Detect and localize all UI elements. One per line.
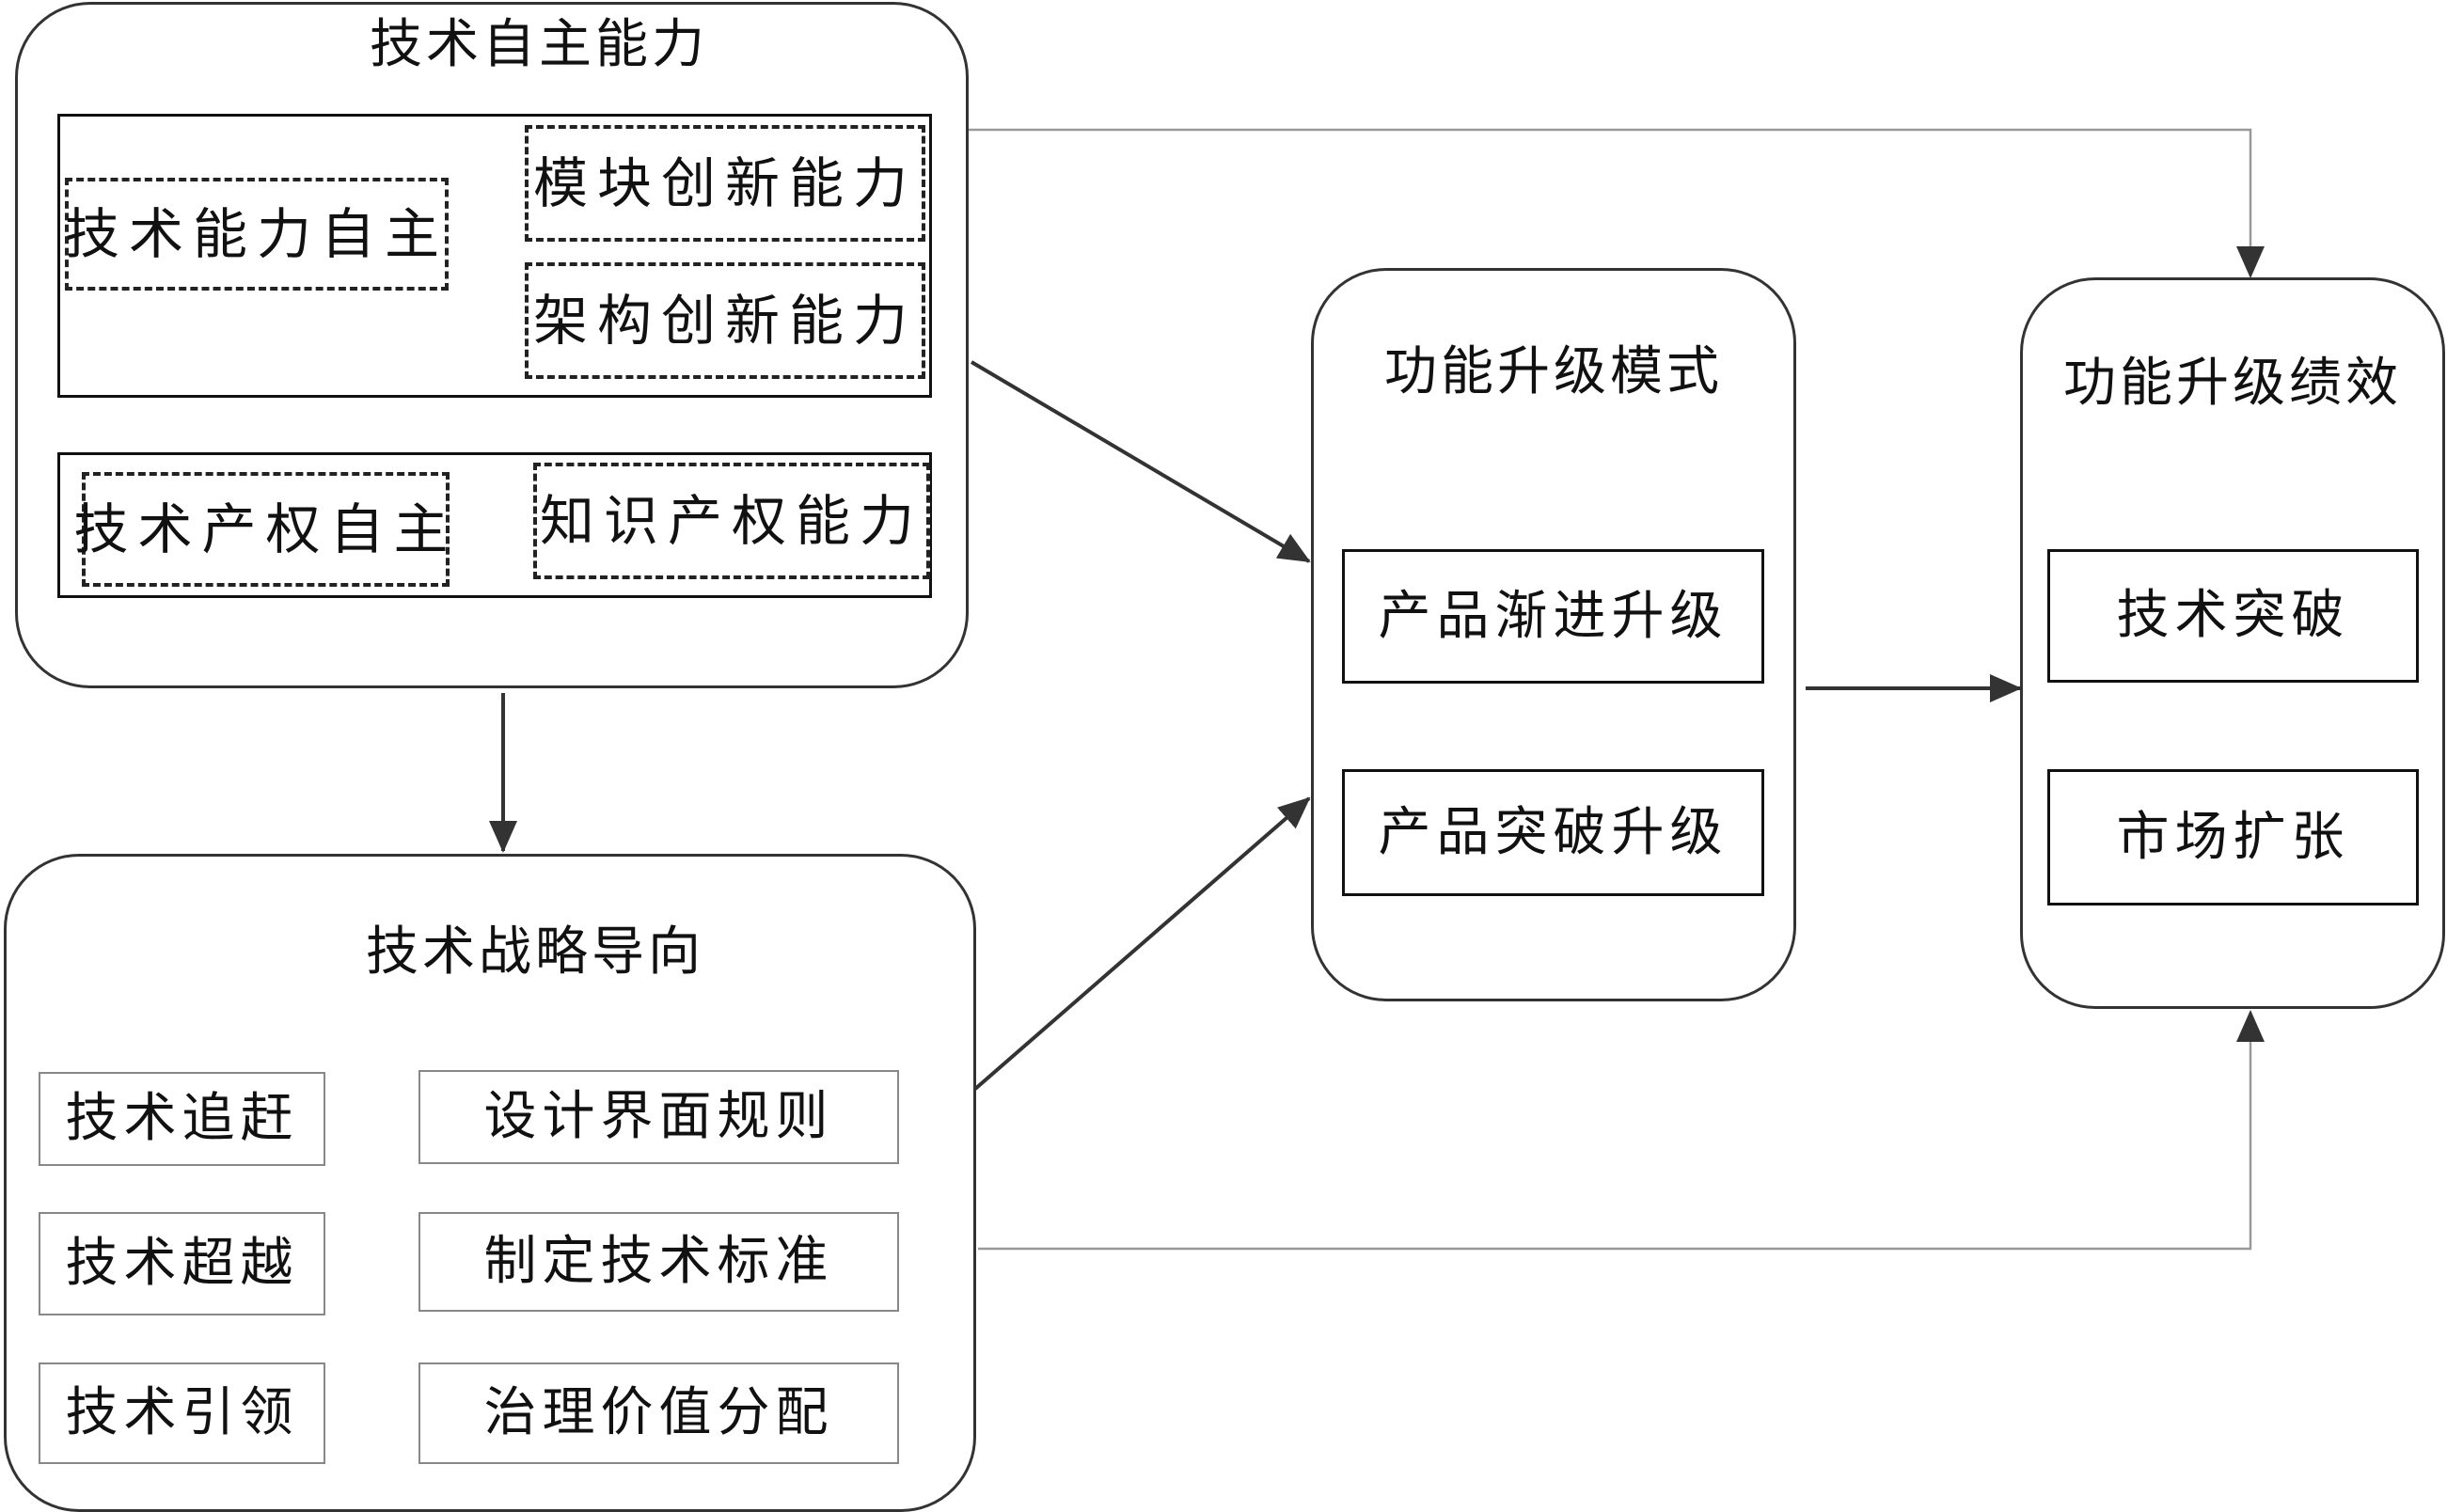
strategy-row1-left-label: 技术追赶 xyxy=(65,1088,299,1149)
strategy-row1-left: 技术追赶 xyxy=(39,1072,325,1166)
tech-self-label: 技术能力自主 xyxy=(65,202,450,266)
autonomy-title: 技术自主能力 xyxy=(370,14,708,75)
module-innovation-box: 模块创新能力 xyxy=(525,125,925,242)
arch-innovation-box: 架构创新能力 xyxy=(525,262,925,379)
strategy-row2-left-label: 技术超越 xyxy=(65,1233,299,1294)
performance-item-2-label: 市场扩张 xyxy=(2116,806,2350,868)
strategy-row3-right-label: 治理价值分配 xyxy=(483,1382,834,1443)
ip-capability-label: 知识产权能力 xyxy=(539,489,924,553)
arch-innovation-label: 架构创新能力 xyxy=(532,289,917,353)
ip-capability-box: 知识产权能力 xyxy=(533,463,930,579)
strategy-row2-left: 技术超越 xyxy=(39,1212,325,1315)
mode-item-2: 产品突破升级 xyxy=(1342,769,1764,896)
mode-item-2-label: 产品突破升级 xyxy=(1378,801,1729,863)
strategy-row3-right: 治理价值分配 xyxy=(418,1362,899,1464)
tech-self-box: 技术能力自主 xyxy=(65,178,449,291)
strategy-title: 技术战略导向 xyxy=(366,921,704,983)
strategy-row3-left: 技术引领 xyxy=(39,1362,325,1464)
performance-item-1-label: 技术突破 xyxy=(2116,585,2350,646)
strategy-row2-right-label: 制定技术标准 xyxy=(483,1231,834,1292)
strategy-row1-right-label: 设计界面规则 xyxy=(483,1086,834,1147)
strategy-row3-left-label: 技术引领 xyxy=(65,1382,299,1443)
performance-title: 功能升级绩效 xyxy=(2063,353,2402,414)
arrow-strategy-to-mode xyxy=(973,796,1311,1091)
strategy-row1-right: 设计界面规则 xyxy=(418,1070,899,1164)
performance-item-1: 技术突破 xyxy=(2047,549,2419,683)
arrow-autonomy-to-performance xyxy=(969,128,2265,278)
mode-title: 功能升级模式 xyxy=(1384,341,1723,402)
ip-self-box: 技术产权自主 xyxy=(74,472,450,587)
mode-item-1: 产品渐进升级 xyxy=(1342,549,1764,684)
ip-self-label: 技术产权自主 xyxy=(73,497,458,561)
performance-item-2: 市场扩张 xyxy=(2047,769,2419,906)
arrow-strategy-to-performance xyxy=(978,1010,2265,1251)
mode-item-1-label: 产品渐进升级 xyxy=(1378,585,1729,647)
arrow-autonomy-to-mode xyxy=(970,360,1311,563)
strategy-row2-right: 制定技术标准 xyxy=(418,1212,899,1312)
module-innovation-label: 模块创新能力 xyxy=(532,151,917,215)
